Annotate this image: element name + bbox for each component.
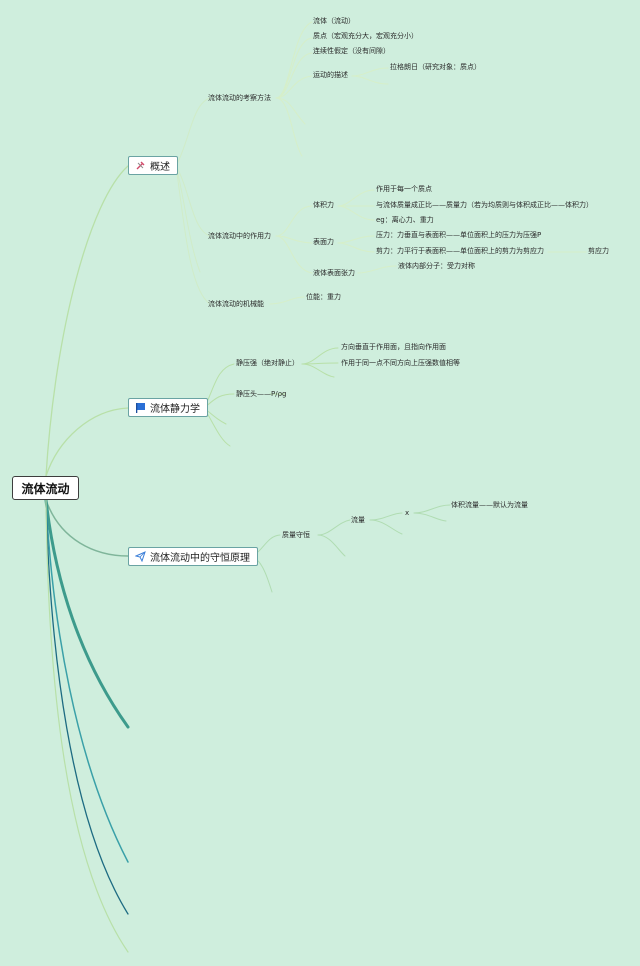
- topic-overview-label: 概述: [150, 162, 170, 173]
- node-static-pressure[interactable]: 静压强（绝对静止）: [236, 359, 299, 367]
- node-continuity[interactable]: 连续性假定（没有间隙）: [313, 47, 390, 55]
- node-volume-flow[interactable]: 体积流量——默认为流量: [451, 501, 528, 509]
- topic-statics[interactable]: 流体静力学: [128, 398, 208, 417]
- node-motion[interactable]: 运动的描述: [313, 71, 348, 79]
- node-methods[interactable]: 流体流动的考察方法: [208, 94, 271, 102]
- node-volume-item-3[interactable]: eg：离心力、重力: [376, 216, 434, 224]
- node-flow[interactable]: 流量: [351, 516, 365, 524]
- node-volume-force[interactable]: 体积力: [313, 201, 334, 209]
- node-pressure-equal[interactable]: 作用于同一点不同方向上压强数值相等: [341, 359, 460, 367]
- node-surface-tension[interactable]: 液体表面张力: [313, 269, 355, 277]
- topic-statics-label: 流体静力学: [150, 404, 200, 415]
- node-lagrange[interactable]: 拉格朗日（研究对象：质点）: [390, 63, 481, 71]
- paper-plane-icon: [135, 551, 146, 562]
- node-volume-item-1[interactable]: 作用于每一个质点: [376, 185, 432, 193]
- node-potential-energy[interactable]: 位能：重力: [306, 293, 341, 301]
- tools-icon: [136, 161, 145, 170]
- node-mass-conservation[interactable]: 质量守恒: [282, 531, 310, 539]
- node-fluid[interactable]: 流体（流动）: [313, 17, 355, 25]
- topic-overview[interactable]: 概述: [128, 156, 178, 175]
- node-particle[interactable]: 质点（宏观充分大，宏观充分小）: [313, 32, 418, 40]
- topic-conservation-label: 流体流动中的守恒原理: [150, 553, 250, 564]
- root-topic[interactable]: 流体流动: [12, 476, 79, 500]
- node-forces[interactable]: 流体流动中的作用力: [208, 232, 271, 240]
- node-surface-force[interactable]: 表面力: [313, 238, 334, 246]
- node-mechanical-energy[interactable]: 流体流动的机械能: [208, 300, 264, 308]
- node-static-head[interactable]: 静压头——P/ρg: [236, 390, 287, 398]
- node-shear-stress[interactable]: 剪应力: [588, 247, 609, 255]
- node-volume-item-2[interactable]: 与流体质量成正比——质量力（若为均质则与体积成正比——体积力）: [376, 201, 593, 209]
- node-tension-item[interactable]: 液体内部分子：受力对称: [398, 262, 475, 270]
- node-pressure-direction[interactable]: 方向垂直于作用面，且指向作用面: [341, 343, 446, 351]
- node-pressure-force[interactable]: 压力：力垂直与表面积——单位面积上的压力为压强P: [376, 231, 542, 239]
- node-shear-force[interactable]: 剪力：力平行于表面积——单位面积上的剪力为剪应力: [376, 247, 544, 255]
- topic-conservation[interactable]: 流体流动中的守恒原理: [128, 547, 258, 566]
- flag-icon: [136, 403, 145, 413]
- node-x[interactable]: x: [405, 509, 410, 517]
